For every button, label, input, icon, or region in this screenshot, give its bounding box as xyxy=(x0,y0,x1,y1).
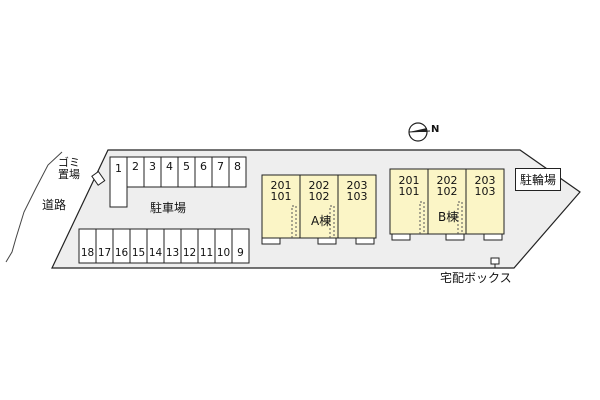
garbage-box xyxy=(91,170,106,186)
parking-space-1: 1 xyxy=(115,162,122,175)
unit-upper-number: 201 xyxy=(398,174,420,187)
parking-space-15: 15 xyxy=(131,247,146,259)
unit-lower-number: 101 xyxy=(270,190,292,203)
parking-bottom-row xyxy=(78,228,250,264)
unit-lower-number: 102 xyxy=(436,185,458,198)
parking-space-14: 14 xyxy=(148,247,163,259)
building-a-label: A棟 xyxy=(311,214,332,228)
parking-space-8: 8 xyxy=(234,160,241,173)
parking-space-7: 7 xyxy=(217,160,224,173)
parking-space-9: 9 xyxy=(237,247,244,259)
unit-upper-number: 203 xyxy=(346,179,368,192)
parking-space-18: 18 xyxy=(80,247,95,259)
building-b-label: B棟 xyxy=(438,210,459,224)
road-boundary xyxy=(5,151,63,263)
garbage-label-bottom: 置場 xyxy=(58,168,80,181)
bike-parking-label: 駐輪場 xyxy=(515,168,562,191)
parking-top-row xyxy=(109,156,247,208)
parking-space-16: 16 xyxy=(114,247,129,259)
building-a xyxy=(261,174,377,245)
north-arrow-icon xyxy=(408,122,431,142)
unit-lower-number: 102 xyxy=(308,190,330,203)
delivery-box-label: 宅配ボックス xyxy=(440,271,512,285)
parking-space-4: 4 xyxy=(166,160,173,173)
garbage-label-top: ゴミ xyxy=(58,156,80,169)
parking-space-3: 3 xyxy=(149,160,156,173)
parking-space-10: 10 xyxy=(216,247,231,259)
parking-label: 駐車場 xyxy=(150,201,187,215)
parking-space-12: 12 xyxy=(182,247,197,259)
parking-space-13: 13 xyxy=(165,247,180,259)
unit-lower-number: 103 xyxy=(346,190,368,203)
unit-upper-number: 203 xyxy=(474,174,496,187)
unit-upper-number: 201 xyxy=(270,179,292,192)
parking-space-2: 2 xyxy=(132,160,139,173)
building-b xyxy=(389,168,505,241)
unit-lower-number: 101 xyxy=(398,185,420,198)
north-label: N xyxy=(431,124,440,135)
parking-space-6: 6 xyxy=(200,160,207,173)
parking-space-11: 11 xyxy=(199,247,214,259)
unit-upper-number: 202 xyxy=(436,174,458,187)
unit-lower-number: 103 xyxy=(474,185,496,198)
delivery-box-marker xyxy=(490,257,500,265)
unit-upper-number: 202 xyxy=(308,179,330,192)
road-label: 道路 xyxy=(42,198,67,212)
parking-space-17: 17 xyxy=(97,247,112,259)
parking-space-5: 5 xyxy=(183,160,190,173)
